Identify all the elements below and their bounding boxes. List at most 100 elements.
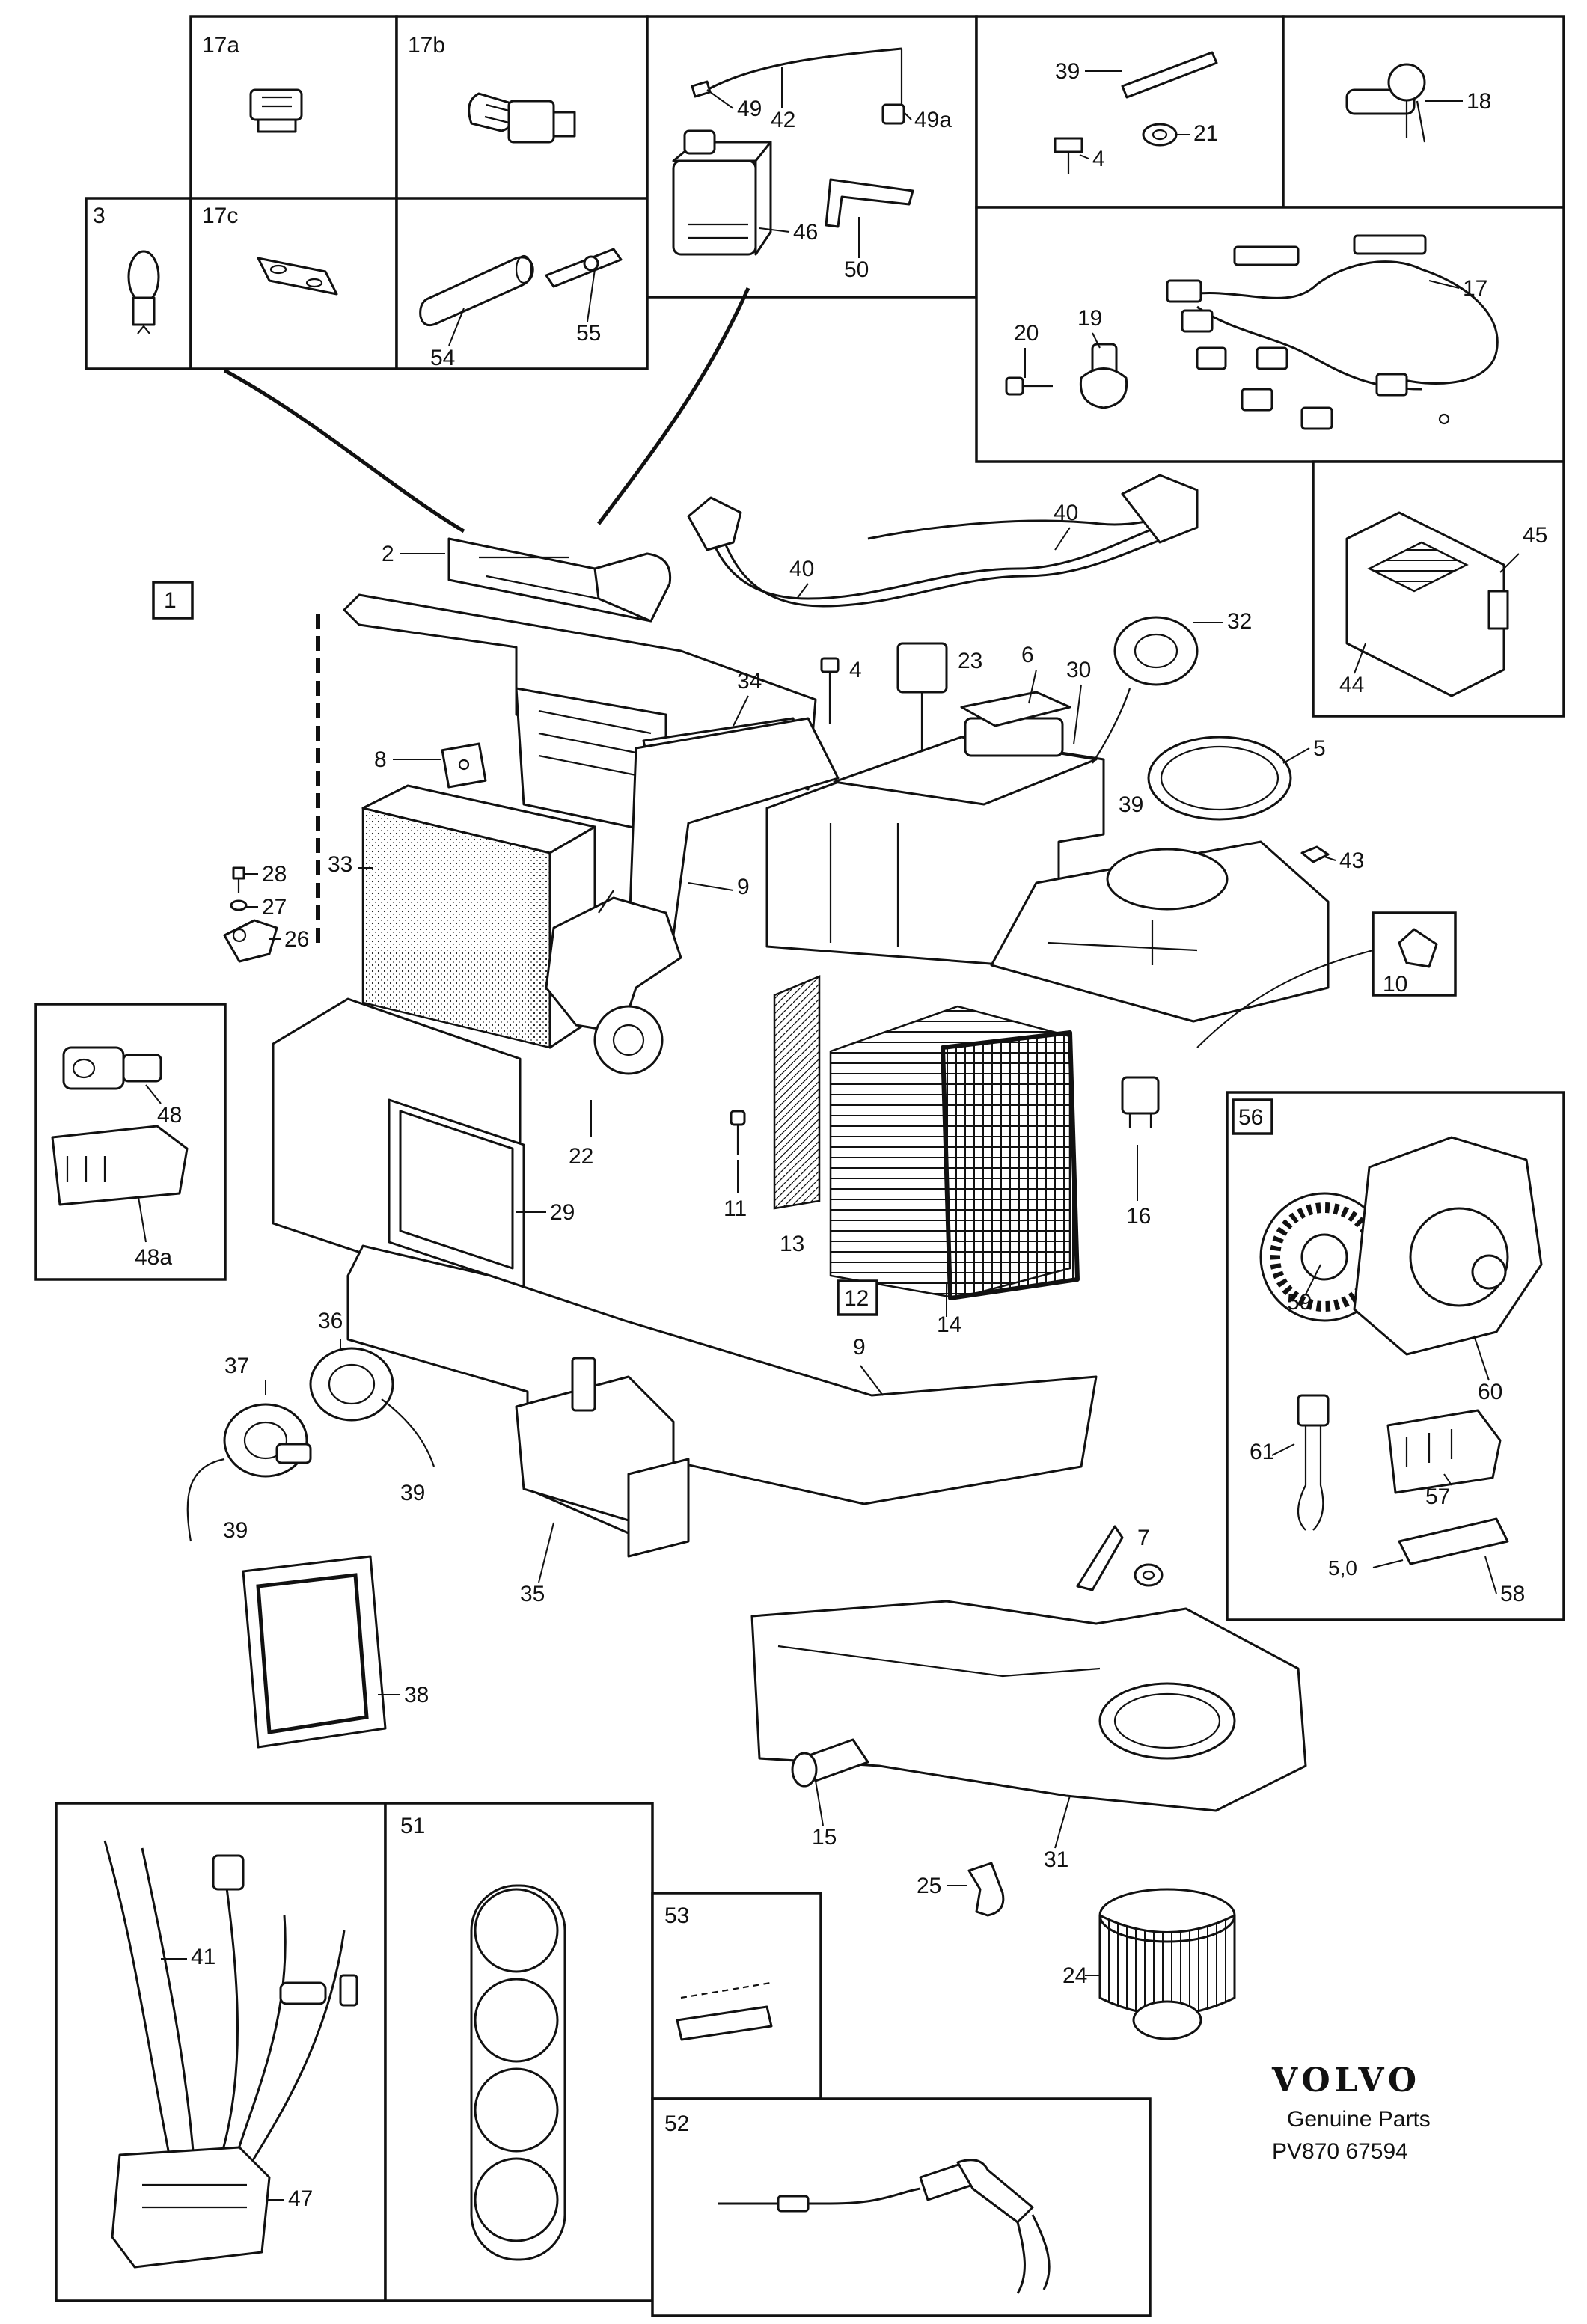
nut-21-icon — [1142, 123, 1178, 147]
inset-54-55: 54 55 — [395, 197, 649, 370]
group-badge-56-label: 56 — [1238, 1105, 1263, 1130]
callout-10: 10 — [1383, 972, 1407, 997]
callout-42: 42 — [771, 108, 795, 132]
screw-4-main — [820, 657, 840, 724]
control-unit-44-icon — [1345, 511, 1509, 697]
callout-46: 46 — [793, 220, 818, 245]
callout-37: 37 — [224, 1354, 249, 1378]
inset-label-17c: 17c — [202, 204, 238, 228]
inset-label-17a: 17a — [202, 33, 239, 58]
grommet-36 — [309, 1347, 435, 1467]
inset-52: 52 — [651, 2097, 1152, 2317]
connector-61-icon — [1297, 1394, 1330, 1531]
inset-label-52: 52 — [664, 2112, 689, 2136]
callout-49: 49 — [737, 97, 762, 121]
callout-17: 17 — [1463, 276, 1487, 301]
group-badge-56 — [1232, 1098, 1273, 1135]
callout-55: 55 — [576, 321, 601, 346]
filter-frame-38 — [242, 1555, 387, 1749]
pin-55-icon — [545, 248, 623, 288]
lower-duct-35 — [346, 1244, 1098, 1558]
callout-58: 58 — [1500, 1582, 1525, 1606]
link-line-right — [597, 287, 750, 525]
callout-47: 47 — [288, 2186, 313, 2211]
volvo-brand-block: VOLVO Genuine Parts PV870 67594 — [1271, 2061, 1431, 2164]
callout-13: 13 — [780, 1232, 804, 1256]
inset-17-harness: 20 19 17 — [975, 206, 1565, 463]
terminal-58-icon — [1398, 1517, 1509, 1565]
plate-10-icon — [1398, 928, 1438, 968]
callout-28: 28 — [262, 862, 287, 887]
resistor-57-icon — [1386, 1409, 1502, 1494]
motor-60-icon — [1353, 1136, 1543, 1356]
fan-housing-upper — [990, 840, 1330, 1023]
callout-7: 7 — [1137, 1526, 1150, 1550]
screw-20-icon — [1005, 376, 1053, 396]
inset-17b: 17b — [395, 15, 649, 204]
grommet-37 — [186, 1403, 312, 1542]
callout-21: 21 — [1193, 121, 1218, 146]
callout-38: 38 — [404, 1683, 429, 1707]
callout-39-hose: 39 — [1055, 59, 1080, 84]
cover-6 — [960, 691, 1071, 727]
callout-36: 36 — [318, 1309, 343, 1333]
genuine-parts-text: Genuine Parts — [1287, 2107, 1431, 2132]
callout-40-upper: 40 — [1054, 501, 1078, 525]
sensor-18-icon — [1345, 63, 1426, 143]
sleeve-54-icon — [419, 254, 534, 327]
callout-29: 29 — [550, 1200, 575, 1225]
callout-11: 11 — [724, 1196, 747, 1221]
callout-22: 22 — [569, 1144, 593, 1169]
clamp-19-icon — [1079, 343, 1128, 409]
callout-6: 6 — [1021, 643, 1034, 667]
fan-wheel-24 — [1098, 1888, 1236, 2040]
callout-8: 8 — [374, 747, 387, 772]
callout-16: 16 — [1126, 1204, 1151, 1229]
bulb-icon — [127, 250, 160, 334]
callout-43: 43 — [1339, 848, 1364, 873]
callout-27: 27 — [262, 895, 287, 920]
plug-47-icon — [111, 2146, 271, 2269]
callout-61: 61 — [1250, 1440, 1274, 1464]
inset-label-53: 53 — [664, 1903, 689, 1928]
callout-40-lower: 40 — [789, 557, 814, 581]
inset-56: 56 59 60 61 57 5,0 58 — [1226, 1091, 1565, 1621]
nut-7 — [1134, 1563, 1164, 1587]
callout-18: 18 — [1467, 89, 1491, 114]
inset-44-45: 45 44 — [1312, 460, 1565, 718]
diagram-code: PV870 67594 — [1272, 2139, 1408, 2164]
callout-4-screw: 4 — [1092, 147, 1105, 171]
relay-23 — [896, 642, 948, 752]
control-panel-2 — [447, 537, 672, 623]
group-badge-1-label: 1 — [164, 588, 177, 613]
inset-3: 3 — [85, 197, 192, 370]
callout-57: 57 — [1425, 1484, 1450, 1509]
evaporator-33 — [361, 784, 596, 1049]
group-badge-1 — [152, 581, 194, 620]
callout-41: 41 — [191, 1945, 215, 1969]
group-badge-12 — [837, 1279, 878, 1316]
inset-53: 53 — [651, 1892, 822, 2100]
valve-22 — [545, 890, 682, 1075]
callout-2: 2 — [382, 542, 394, 566]
screw-28 — [232, 866, 245, 893]
filter-15 — [791, 1738, 869, 1788]
inset-51: 51 — [384, 1802, 654, 2302]
wiring-40 — [687, 474, 1199, 608]
callout-4-main: 4 — [849, 658, 862, 682]
inset-17c: 17c — [189, 197, 398, 370]
sensor-cable-52-icon — [718, 2159, 1051, 2294]
actuator-46-icon — [672, 129, 772, 256]
inset-39-4-21: 39 4 21 — [975, 15, 1285, 209]
volvo-logo: VOLVO — [1271, 2061, 1421, 2100]
foam-strip-53-icon — [676, 1981, 773, 2041]
bracket-17c-icon — [257, 257, 338, 296]
callout-49a: 49a — [914, 108, 952, 132]
inset-label-3: 3 — [93, 204, 106, 228]
washer-27 — [230, 899, 248, 911]
group-badge-12-label: 12 — [844, 1286, 869, 1311]
callout-23: 23 — [958, 649, 982, 673]
callout-15: 15 — [812, 1825, 837, 1850]
callout-45: 45 — [1523, 523, 1547, 548]
harness-41-icon — [103, 1840, 358, 2171]
